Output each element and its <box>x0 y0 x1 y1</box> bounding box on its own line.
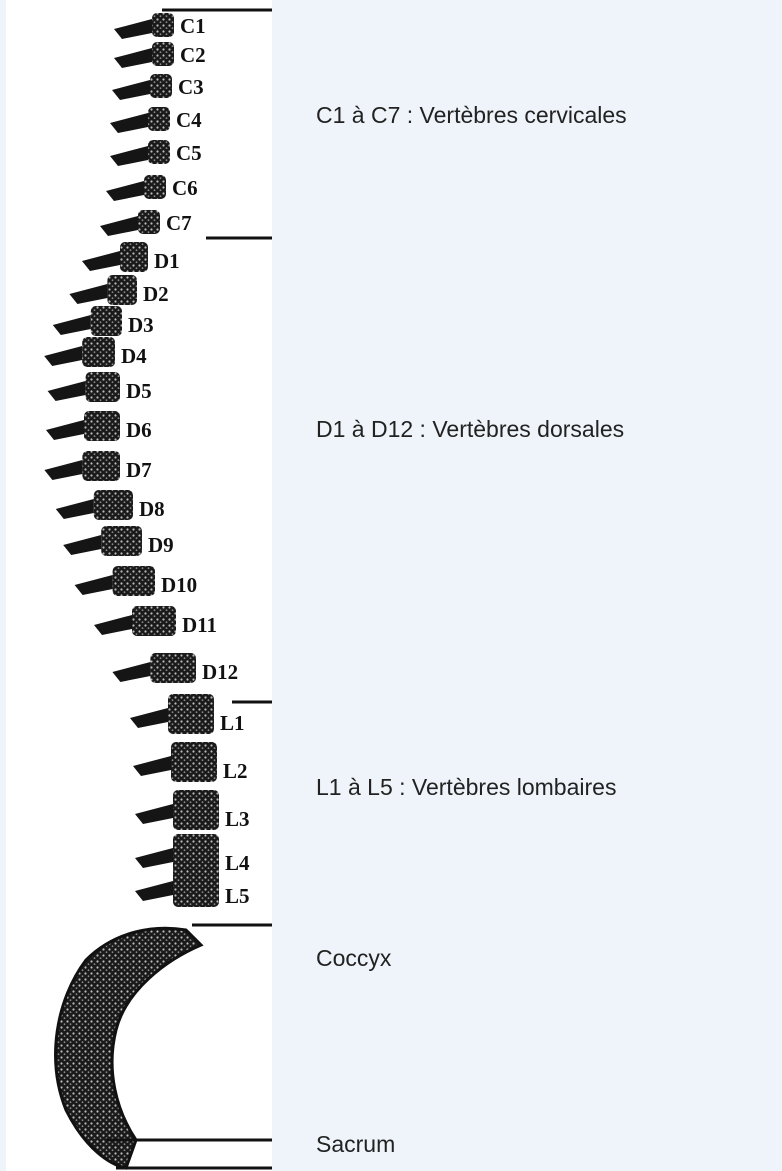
spinous-process-c1 <box>114 19 152 39</box>
vertebra-label-d7: D7 <box>126 458 152 482</box>
region-label-cervical: C1 à C7 : Vertèbres cervicales <box>316 104 627 127</box>
vertebra-body-c6 <box>144 175 166 199</box>
spinous-process-c2 <box>114 48 152 68</box>
vertebra-body-c2 <box>152 42 174 66</box>
spinous-process-l2 <box>133 756 171 776</box>
vertebra-body-d9 <box>101 526 142 556</box>
vertebra-body-d12 <box>150 653 196 683</box>
spinous-process-d1 <box>82 251 120 271</box>
vertebra-body-d1 <box>120 242 148 272</box>
vertebra-label-d1: D1 <box>154 249 180 273</box>
vertebra-body-d11 <box>132 606 176 636</box>
vertebra-body-d2 <box>107 275 137 305</box>
vertebra-body-d8 <box>94 490 133 520</box>
vertebra-body-c3 <box>150 74 172 98</box>
vertebra-body-l5 <box>173 867 219 907</box>
vertebra-body-c4 <box>148 107 170 131</box>
spinous-process-c5 <box>110 146 148 166</box>
vertebra-body-d10 <box>113 566 155 596</box>
vertebra-body-c1 <box>152 13 174 37</box>
spinous-process-l3 <box>135 804 173 824</box>
vertebra-label-l5: L5 <box>225 884 250 908</box>
spinous-process-d11 <box>94 615 132 635</box>
spinous-process-d6 <box>46 420 84 440</box>
spinous-process-d3 <box>53 315 91 335</box>
spinous-process-l4 <box>135 848 173 868</box>
spinous-process-c4 <box>110 113 148 133</box>
spinous-process-d12 <box>112 662 150 682</box>
vertebra-body-d3 <box>91 306 122 336</box>
vertebra-body-d4 <box>82 337 115 367</box>
vertebra-label-l1: L1 <box>220 711 245 735</box>
spinous-process-d7 <box>44 460 82 480</box>
vertebra-body-l3 <box>173 790 219 830</box>
vertebra-body-d7 <box>82 451 120 481</box>
vertebra-label-c5: C5 <box>176 141 202 165</box>
vertebra-label-l4: L4 <box>225 851 250 875</box>
spinous-process-d10 <box>75 575 113 595</box>
vertebra-label-l2: L2 <box>223 759 248 783</box>
vertebra-label-l3: L3 <box>225 807 250 831</box>
vertebra-label-d9: D9 <box>148 533 174 557</box>
spinous-process-d2 <box>69 284 107 304</box>
spinous-process-d4 <box>44 346 82 366</box>
vertebra-label-d2: D2 <box>143 282 169 306</box>
vertebra-body-l2 <box>171 742 217 782</box>
vertebra-label-c2: C2 <box>180 43 206 67</box>
vertebra-label-d6: D6 <box>126 418 152 442</box>
vertebra-body-d6 <box>84 411 120 441</box>
vertebra-label-d12: D12 <box>202 660 238 684</box>
vertebra-label-d3: D3 <box>128 313 154 337</box>
spinous-process-d5 <box>48 381 86 401</box>
vertebra-body-l1 <box>168 694 214 734</box>
vertebra-label-c3: C3 <box>178 75 204 99</box>
vertebra-label-c6: C6 <box>172 176 198 200</box>
spinous-process-c7 <box>100 216 138 236</box>
sacrum-coccyx-bone <box>56 928 201 1168</box>
vertebra-body-d5 <box>86 372 120 402</box>
vertebra-label-c7: C7 <box>166 211 192 235</box>
region-label-lumbar: L1 à L5 : Vertèbres lombaires <box>316 776 616 799</box>
spine-illustration: C1C2C3C4C5C6C7D1D2D3D4D5D6D7D8D9D10D11D1… <box>6 0 272 1171</box>
region-label-dorsal: D1 à D12 : Vertèbres dorsales <box>316 418 624 441</box>
spinous-process-l5 <box>135 881 173 901</box>
vertebra-label-d5: D5 <box>126 379 152 403</box>
spinous-process-c6 <box>106 181 144 201</box>
region-label-sacrum: Sacrum <box>316 1133 395 1156</box>
spinous-process-c3 <box>112 80 150 100</box>
vertebra-label-c1: C1 <box>180 14 206 38</box>
vertebra-body-c5 <box>148 140 170 164</box>
vertebra-label-d11: D11 <box>182 613 217 637</box>
vertebra-label-d8: D8 <box>139 497 165 521</box>
spinous-process-d8 <box>56 499 94 519</box>
region-label-coccyx: Coccyx <box>316 947 391 970</box>
vertebra-body-c7 <box>138 210 160 234</box>
vertebra-label-c4: C4 <box>176 108 202 132</box>
vertebra-label-d4: D4 <box>121 344 147 368</box>
vertebra-label-d10: D10 <box>161 573 197 597</box>
spinous-process-l1 <box>130 708 168 728</box>
spinous-process-d9 <box>63 535 101 555</box>
